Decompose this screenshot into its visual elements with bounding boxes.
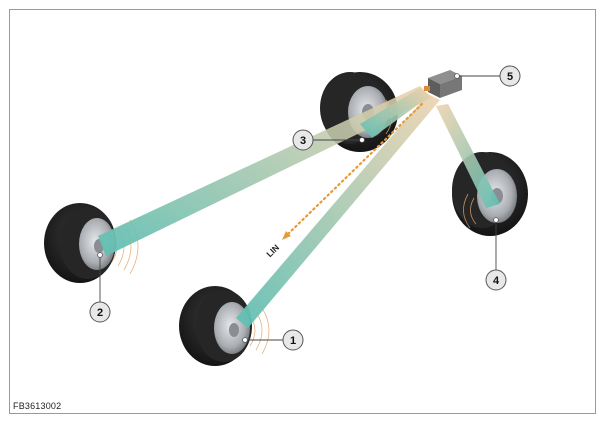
callout-1: 1 — [282, 329, 304, 351]
callout-5-label: 5 — [507, 71, 513, 83]
beam-wheel-1 — [236, 94, 440, 328]
beam-wheel-2 — [98, 86, 432, 256]
wheel-rear-left — [44, 203, 116, 283]
callout-leaders — [99, 75, 500, 341]
callout-3-label: 3 — [300, 135, 306, 147]
beam-wheel-4 — [436, 104, 500, 208]
figure-code: FB3613002 — [13, 401, 62, 411]
callout-4: 4 — [485, 269, 507, 291]
callout-dots — [97, 73, 499, 343]
callout-2: 2 — [89, 301, 111, 323]
beam-wheel-3 — [360, 88, 430, 138]
lin-label: LIN — [264, 242, 281, 259]
callout-3: 3 — [292, 129, 314, 151]
receiver-unit — [424, 70, 462, 98]
signal-beams — [98, 86, 500, 328]
wheel-front-left — [179, 286, 252, 366]
callout-4-label: 4 — [493, 275, 500, 287]
callout-1-label: 1 — [290, 335, 296, 347]
callout-2-label: 2 — [97, 307, 103, 319]
callout-5: 5 — [499, 65, 521, 87]
